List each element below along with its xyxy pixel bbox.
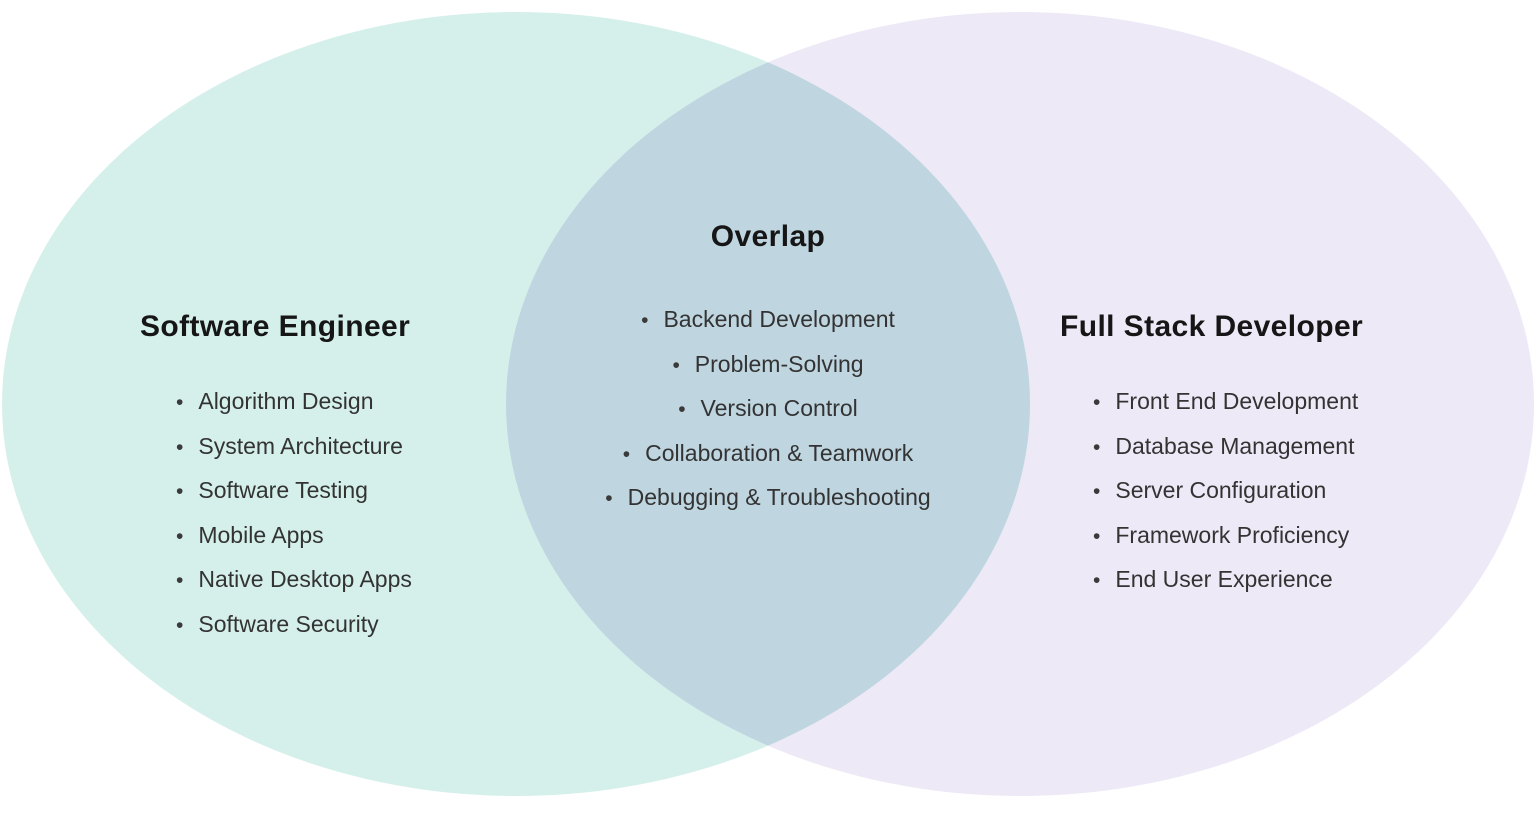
list-item: System Architecture xyxy=(176,425,412,470)
list-item: Database Management xyxy=(1093,425,1363,470)
list-item: End User Experience xyxy=(1093,558,1363,603)
right-set-title: Full Stack Developer xyxy=(1060,310,1364,343)
list-item: Software Testing xyxy=(176,469,412,514)
left-set-list: Algorithm Design System Architecture Sof… xyxy=(140,380,412,647)
list-item: Front End Development xyxy=(1093,380,1363,425)
right-set-list: Front End Development Database Managemen… xyxy=(1060,380,1363,603)
list-item: Server Configuration xyxy=(1093,469,1363,514)
list-item: Mobile Apps xyxy=(176,514,412,559)
list-item: Debugging & Troubleshooting xyxy=(488,476,1048,521)
list-item: Framework Proficiency xyxy=(1093,514,1363,559)
list-item: Algorithm Design xyxy=(176,380,412,425)
list-item: Problem-Solving xyxy=(488,343,1048,388)
overlap-set-title: Overlap xyxy=(710,220,826,253)
left-set-title: Software Engineer xyxy=(140,310,411,343)
overlap-set-list: Backend Development Problem-Solving Vers… xyxy=(488,298,1048,521)
overlap-set-group: Overlap Backend Development Problem-Solv… xyxy=(488,222,1048,521)
left-set-group: Software Engineer Algorithm Design Syste… xyxy=(140,312,412,647)
list-item: Backend Development xyxy=(488,298,1048,343)
list-item: Collaboration & Teamwork xyxy=(488,432,1048,477)
list-item: Native Desktop Apps xyxy=(176,558,412,603)
list-item: Version Control xyxy=(488,387,1048,432)
right-set-group: Full Stack Developer Front End Developme… xyxy=(1060,312,1363,603)
list-item: Software Security xyxy=(176,603,412,648)
